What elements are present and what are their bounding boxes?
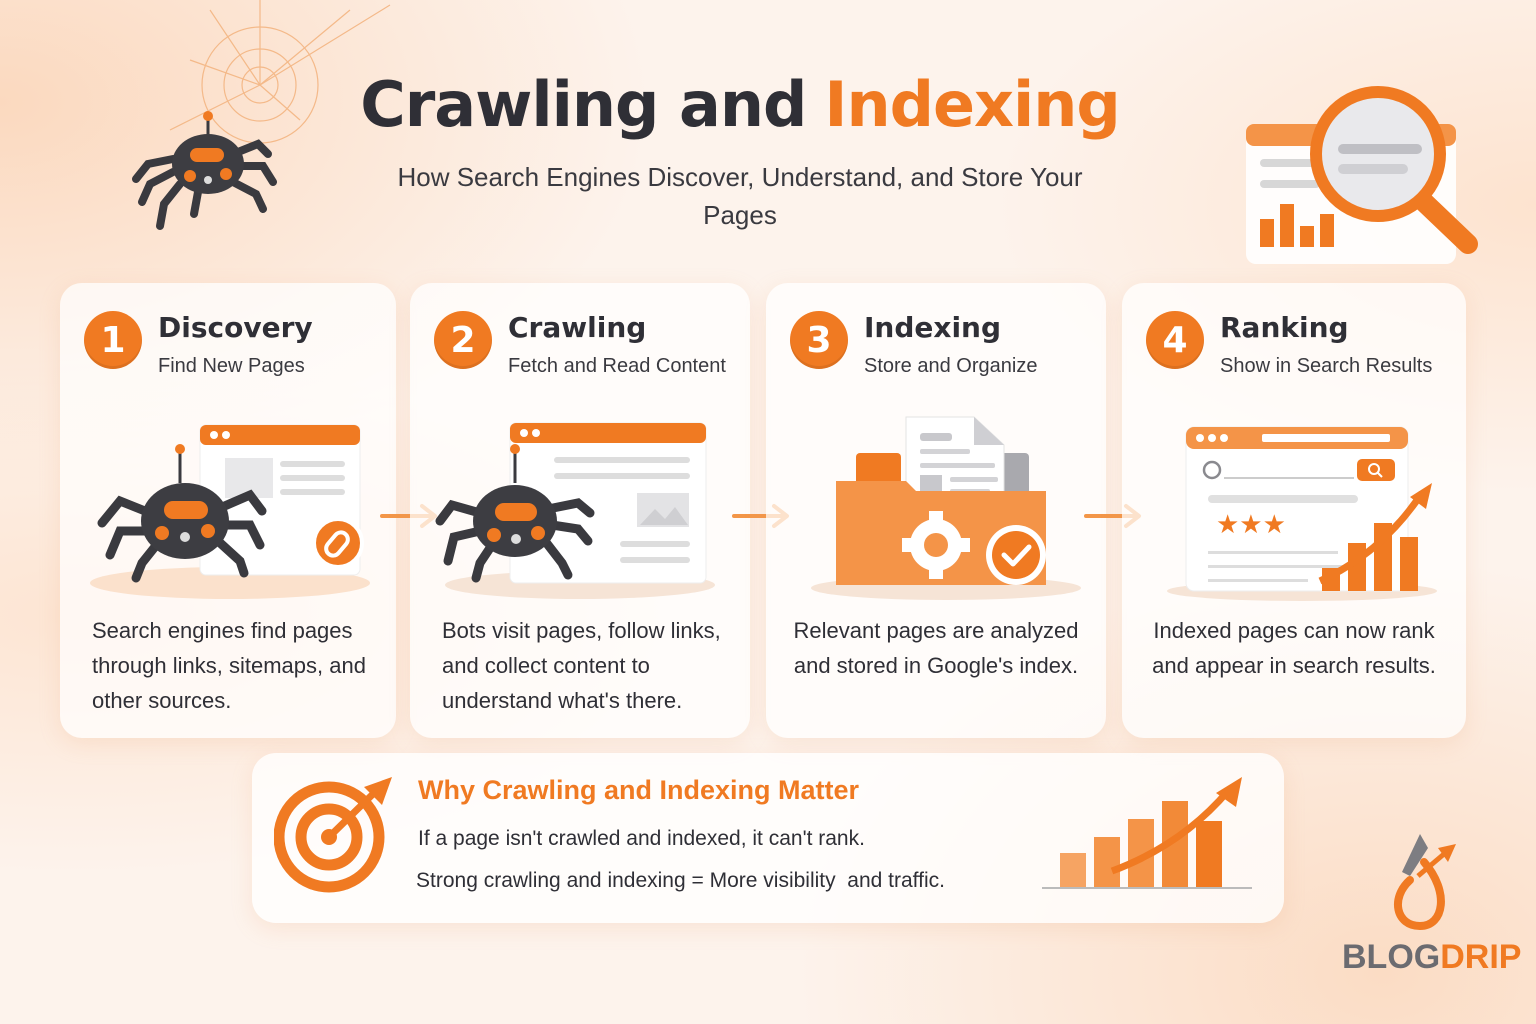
svg-text:★★★: ★★★ (1216, 510, 1286, 540)
title-accent-part: Indexing (824, 68, 1120, 141)
logo-text-blog: BLOG (1342, 938, 1441, 976)
title-dark-part: Crawling and (360, 68, 807, 141)
spider-mascot-icon (132, 111, 277, 230)
step-subtitle: Fetch and Read Content (508, 355, 726, 377)
step-card-crawling: 2 Crawling Fetch and Read Content Bots v… (410, 283, 750, 738)
folder-gear-check-icon (811, 416, 1081, 600)
spider-web-decoration (169, 0, 391, 144)
step-description: Relevant pages are analyzed and stored i… (793, 618, 1079, 678)
step-subtitle: Store and Organize (864, 355, 1038, 377)
step-card-ranking: 4 Ranking Show in Search Results ★★★ Ind… (1122, 283, 1466, 738)
spider-with-link-icon (90, 424, 370, 599)
step-subtitle: Show in Search Results (1220, 355, 1433, 377)
blogdrip-logo-icon (1394, 834, 1456, 931)
banner-text-line-1: If a page isn't crawled and indexed, it … (418, 827, 865, 850)
why-it-matters-banner: Why Crawling and Indexing Matter If a pa… (252, 753, 1284, 923)
target-arrow-icon (274, 777, 392, 893)
step-title: Crawling (508, 311, 647, 344)
brand-logo: BLOGDRIP (1342, 938, 1521, 977)
logo-text-drip: DRIP (1440, 938, 1522, 976)
step-title: Discovery (158, 311, 313, 344)
search-results-growth-icon: ★★★ (1167, 426, 1437, 601)
growth-bar-chart-icon (1042, 777, 1252, 889)
step-description: Bots visit pages, follow links, and coll… (442, 618, 721, 713)
step-number-badge: 3 (790, 311, 848, 369)
step-title: Ranking (1220, 311, 1349, 344)
banner-title: Why Crawling and Indexing Matter (418, 775, 860, 805)
page-subtitle: How Search Engines Discover, Understand,… (397, 162, 1083, 230)
spider-reading-page-icon (435, 422, 715, 599)
step-number-badge: 4 (1146, 311, 1204, 369)
step-subtitle: Find New Pages (158, 355, 305, 377)
step-number-badge: 2 (434, 311, 492, 369)
step-description: Search engines find pages through links,… (92, 618, 366, 713)
step-card-discovery: 1 Discovery Find New Pages Search engine… (60, 283, 396, 738)
step-number-badge: 1 (84, 311, 142, 369)
step-title: Indexing (864, 311, 1002, 344)
step-description: Indexed pages can now rank and appear in… (1152, 618, 1436, 678)
magnifier-analytics-icon (1246, 86, 1478, 264)
step-card-indexing: 3 Indexing Store and Organize Relevant p… (766, 283, 1106, 738)
banner-text-line-2: Strong crawling and indexing = More visi… (416, 869, 945, 892)
